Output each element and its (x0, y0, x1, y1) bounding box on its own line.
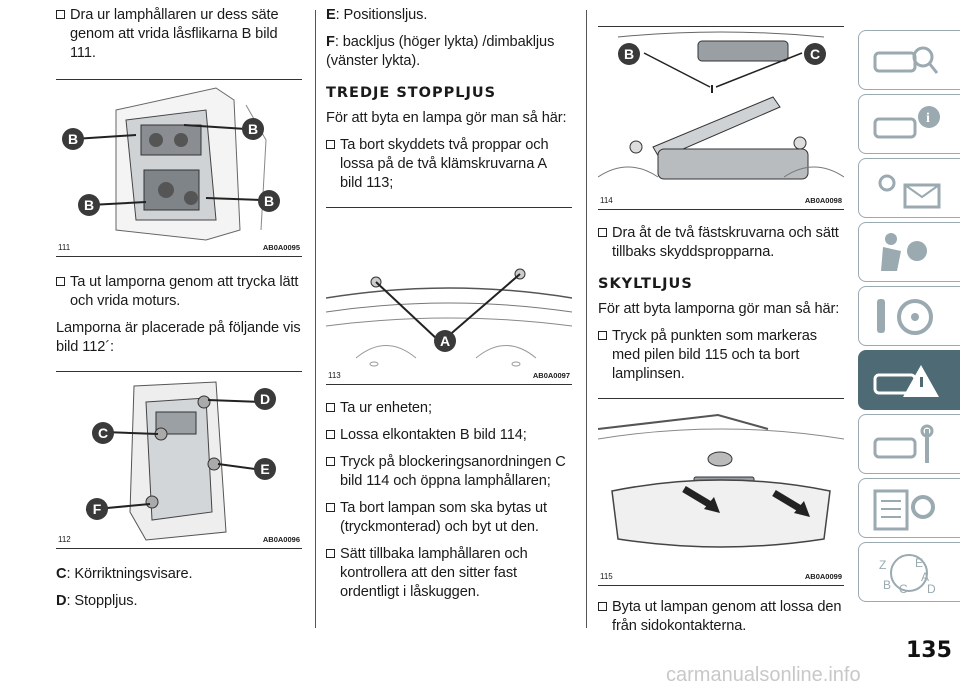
bullet-step: Ta bort lampan som ska bytas ut (tryckmo… (326, 499, 572, 537)
bullet-box-icon (56, 277, 65, 286)
bullet-box-icon (326, 140, 335, 149)
tab-car-tools[interactable] (858, 414, 960, 474)
bullet-step: Ta bort skyddets två proppar och lossa p… (326, 136, 572, 193)
page-number: 135 (906, 638, 952, 663)
bullet-box-icon (326, 549, 335, 558)
marker-a: A (434, 330, 456, 352)
tab-car-warning[interactable] (858, 350, 960, 410)
figure-code: AB0A0095 (262, 243, 300, 252)
paragraph: För att byta lamporna gör man så här: (598, 301, 840, 317)
tail-lamp-holder-illustration (73, 87, 267, 241)
figure-number: 114 (600, 196, 613, 205)
bullet-step: Tryck på blockeringsanordningen C bild 1… (326, 453, 572, 491)
svg-text:C: C (899, 582, 908, 595)
legend-item: D: Stoppljus. (56, 593, 138, 609)
car-warning-icon (873, 365, 939, 397)
bullet-box-icon (326, 403, 335, 412)
tab-car-search[interactable] (858, 30, 960, 90)
tab-settings-list[interactable] (858, 478, 960, 538)
svg-text:i: i (926, 111, 930, 126)
legend-item: E: Positionsljus. (326, 7, 428, 23)
car-info-icon: i (873, 106, 940, 139)
figure-111: B B B B 111 AB0A0095 (56, 79, 302, 257)
tab-seat-airbag[interactable] (858, 222, 960, 282)
bullet-step: Dra ur lamphållaren ur dess säte genom a… (56, 6, 302, 63)
section-heading: SKYLTLJUS (598, 276, 693, 292)
bullet-step: Ta ut lamporna genom att trycka lätt och… (56, 273, 302, 311)
marker-b: B (258, 190, 280, 212)
figure-number: 112 (58, 535, 71, 544)
svg-text:B: B (883, 578, 891, 592)
figure-115: 115 AB0A0099 (598, 398, 844, 586)
svg-text:E: E (915, 556, 923, 570)
steering-wheel-icon (877, 299, 933, 335)
marker-c: C (804, 43, 826, 65)
bullet-step: Byta ut lampan genom att lossa den från … (598, 598, 844, 636)
figure-number: 111 (58, 243, 71, 252)
bullet-box-icon (598, 602, 607, 611)
svg-text:D: D (927, 582, 936, 595)
third-brake-light-illustration (326, 268, 572, 367)
marker-b: B (242, 118, 264, 140)
car-search-icon (873, 46, 939, 74)
marker-b: B (618, 43, 640, 65)
bullet-step: Ta ur enheten; (326, 399, 572, 418)
marker-e: E (254, 458, 276, 480)
tail-lamp-bulbs-illustration (85, 381, 263, 541)
figure-number: 113 (328, 371, 341, 380)
column-2: E: Positionsljus. F: backljus (höger lyk… (326, 0, 572, 602)
figure-113: A 113 AB0A0097 (326, 207, 572, 385)
bullet-step: Lossa elkontakten B bild 114; (326, 426, 572, 445)
car-tools-icon (873, 424, 934, 463)
paragraph: Lamporna är placerade på följande vis bi… (56, 320, 301, 355)
bullet-step: Sätt tillbaka lamphållaren och kontrolle… (326, 545, 572, 602)
settings-list-icon (873, 489, 935, 531)
tab-steering-wheel[interactable] (858, 286, 960, 346)
column-divider (315, 10, 316, 628)
marker-b: B (62, 128, 84, 150)
figure-code: AB0A0096 (262, 535, 300, 544)
license-plate-light-illustration (598, 413, 844, 548)
bullet-box-icon (326, 430, 335, 439)
bullet-step: Dra åt de två fästskruvarna och sätt til… (598, 224, 844, 262)
dashboard-lights-icon (878, 174, 941, 209)
seat-airbag-icon (881, 233, 927, 271)
svg-text:Z: Z (879, 558, 886, 572)
svg-text:A: A (921, 570, 929, 584)
paragraph: För att byta en lampa gör man så här: (326, 110, 567, 126)
column-3: B C 114 AB0A0098 Dra åt de två fästskruv… (598, 0, 844, 636)
figure-114: B C 114 AB0A0098 (598, 26, 844, 210)
figure-code: AB0A0097 (532, 371, 570, 380)
figure-112: D C E F 112 AB0A0096 (56, 371, 302, 549)
bullet-box-icon (326, 503, 335, 512)
legend-item: C: Körriktningsvisare. (56, 566, 193, 582)
figure-code: AB0A0099 (804, 572, 842, 581)
marker-b: B (78, 194, 100, 216)
bullet-box-icon (326, 457, 335, 466)
marker-d: D (254, 388, 276, 410)
watermark: carmanualsonline.info (666, 664, 861, 686)
bullet-step: Tryck på punkten som markeras med pilen … (598, 327, 844, 384)
lamp-holder-open-illustration (598, 31, 844, 180)
marker-c: C (92, 422, 114, 444)
bullet-box-icon (56, 10, 65, 19)
figure-code: AB0A0098 (804, 196, 842, 205)
marker-f: F (86, 498, 108, 520)
bullet-box-icon (598, 228, 607, 237)
tab-dashboard-lights[interactable] (858, 158, 960, 218)
column-1: Dra ur lamphållaren ur dess säte genom a… (56, 0, 302, 611)
section-heading: TREDJE STOPPLJUS (326, 85, 497, 101)
bullet-box-icon (598, 331, 607, 340)
column-divider (586, 10, 587, 628)
tab-car-info[interactable]: i (858, 94, 960, 154)
figure-number: 115 (600, 572, 613, 581)
legend-item: F: backljus (höger lykta) /dimbakljus (v… (326, 34, 555, 69)
